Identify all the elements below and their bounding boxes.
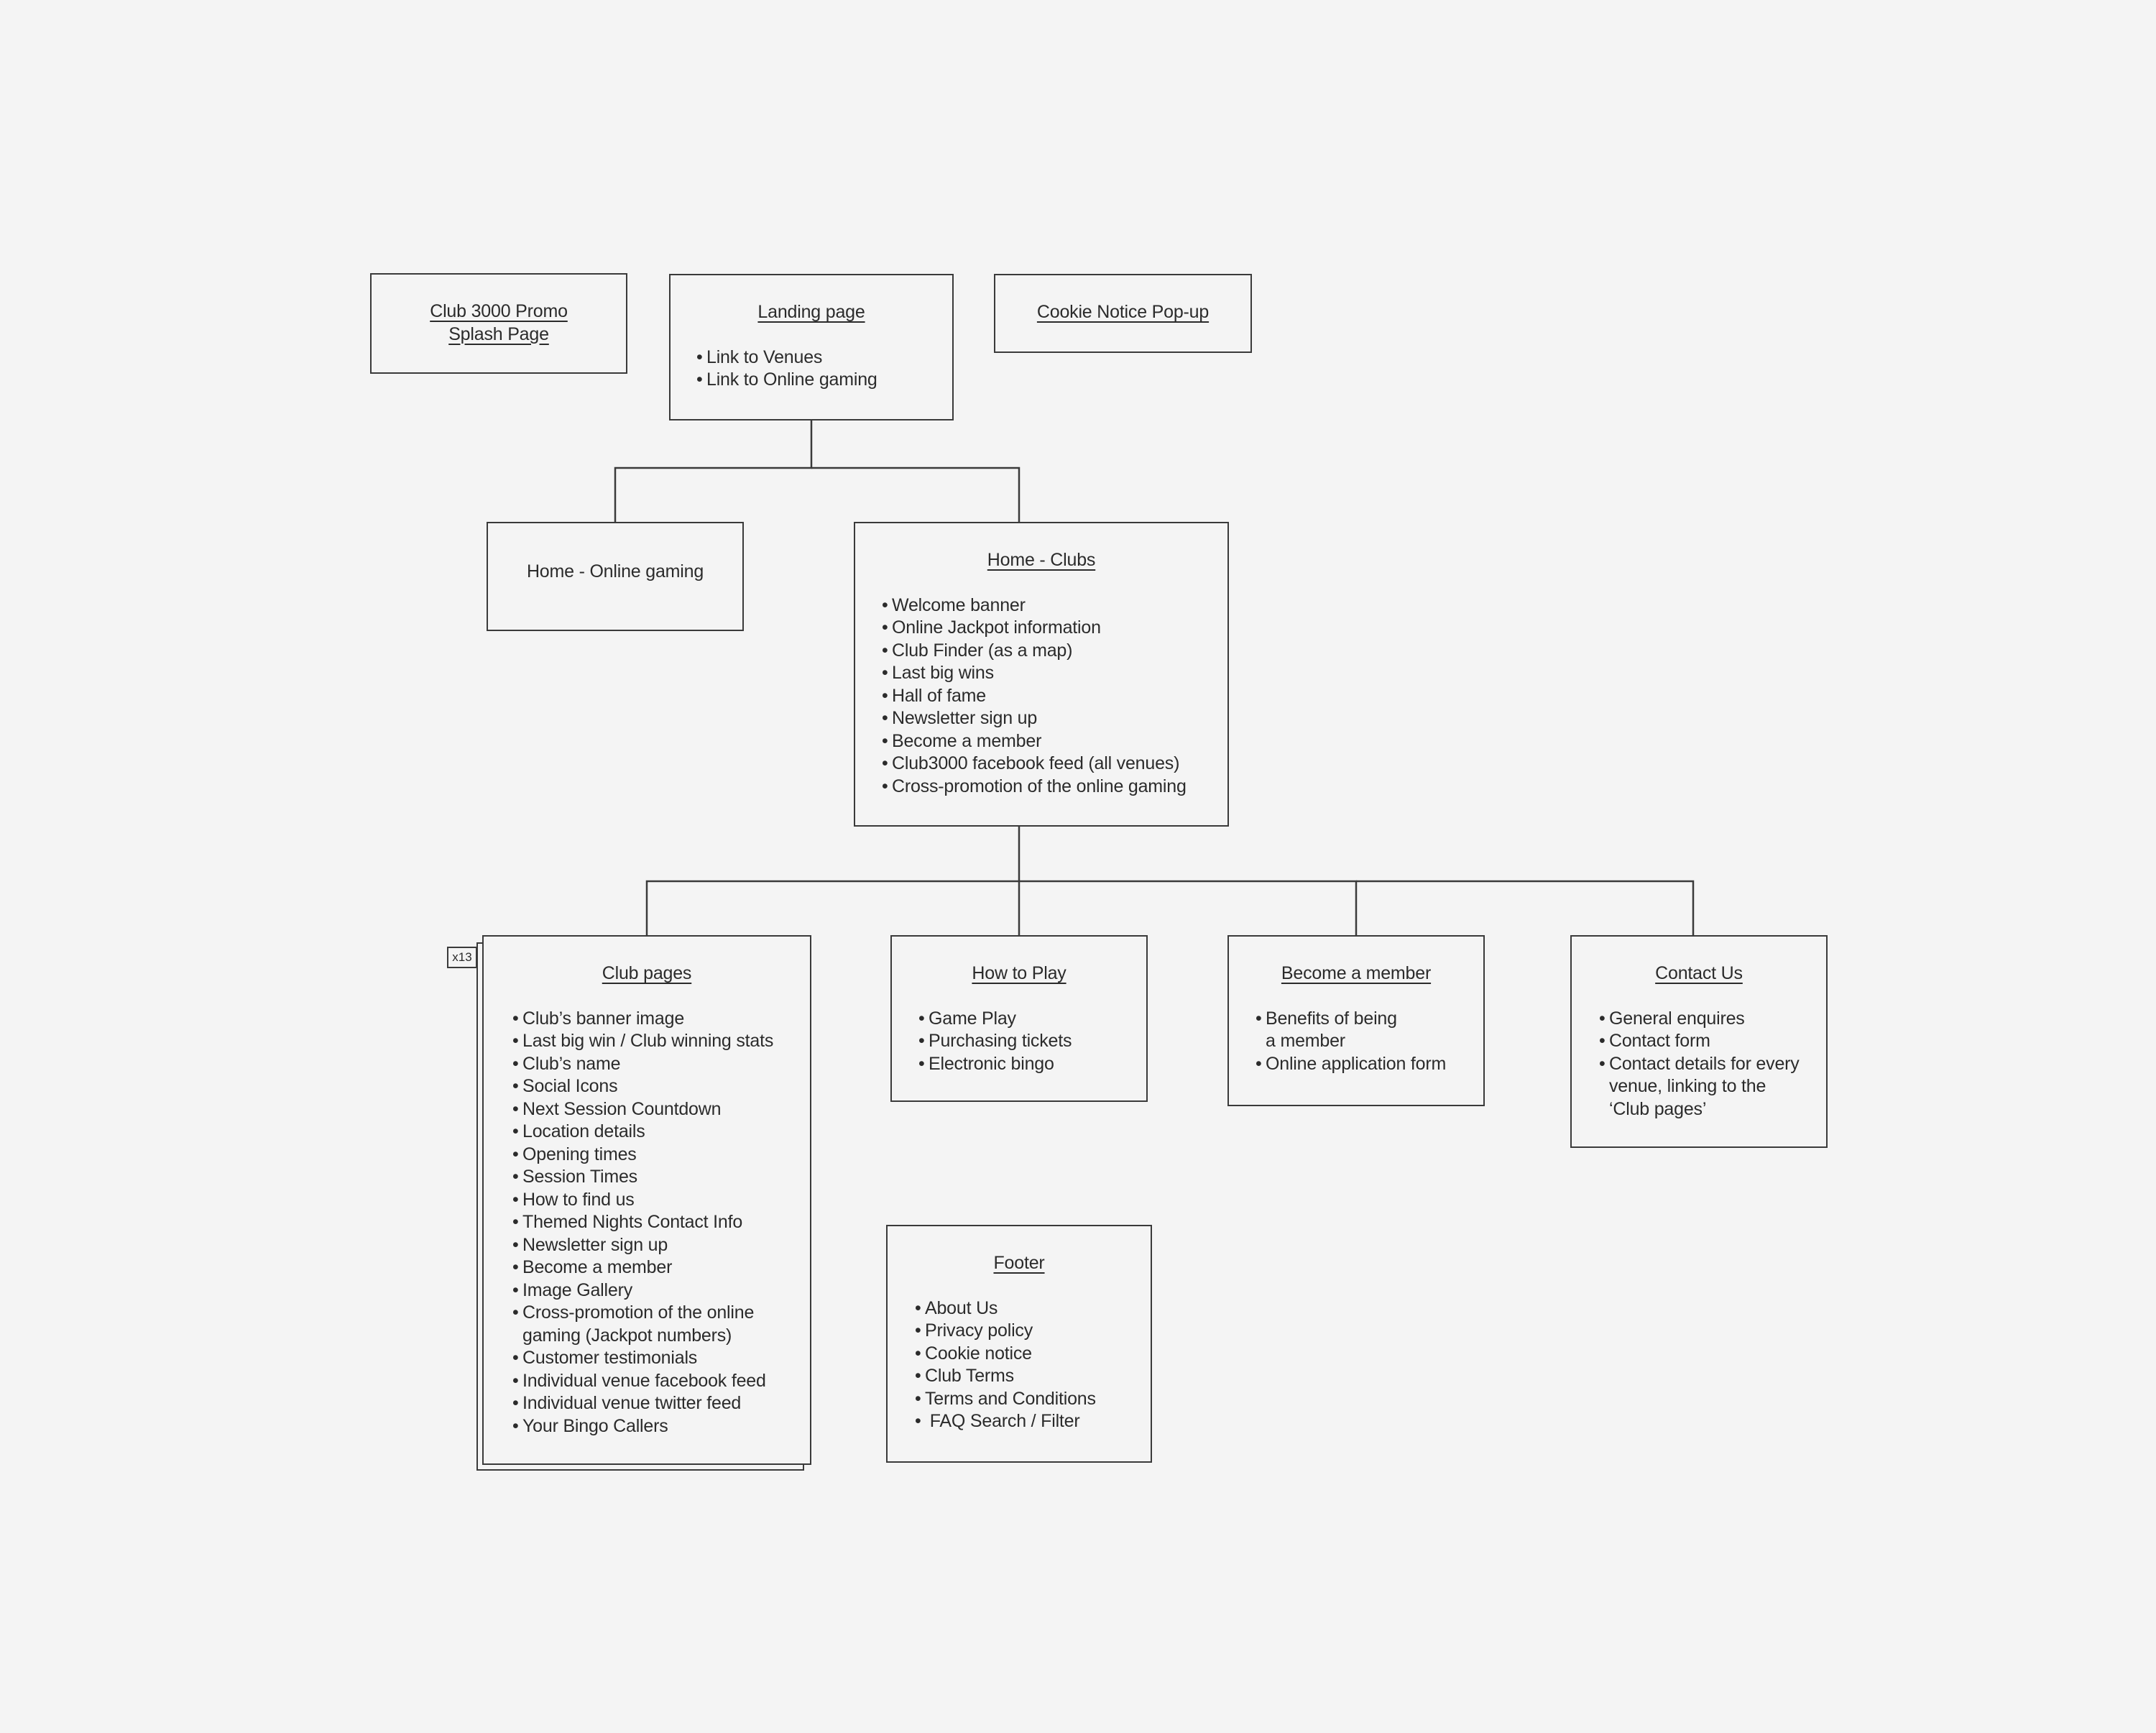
club-pages-title: Club pages: [602, 963, 692, 983]
footer-item: Club Terms: [915, 1365, 1151, 1388]
landing-item: Link to Venues: [696, 346, 952, 369]
edge-clubs-to-club-pages: [645, 826, 1021, 935]
home-clubs-item: Become a member: [882, 730, 1227, 753]
club-pages-item: How to find us: [512, 1189, 796, 1212]
club-pages-item: Cross-promotion of the online gaming (Ja…: [512, 1302, 760, 1347]
home-clubs-item: Welcome banner: [882, 594, 1227, 617]
become-member-node: Become a member Benefits of being a memb…: [1227, 935, 1485, 1106]
footer-item: Cookie notice: [915, 1343, 1151, 1366]
how-to-play-item: Electronic bingo: [918, 1053, 1146, 1076]
contact-us-node: Contact Us General enquires Contact form…: [1570, 935, 1828, 1148]
club-pages-item: Your Bingo Callers: [512, 1415, 796, 1438]
home-clubs-items: Welcome banner Online Jackpot informatio…: [882, 594, 1227, 799]
club-pages-item: Club’s banner image: [512, 1008, 796, 1031]
edge-clubs-to-contact: [1356, 880, 1695, 935]
landing-item: Link to Online gaming: [696, 369, 952, 392]
cookie-notice-title: Cookie Notice Pop-up: [1036, 302, 1210, 322]
home-clubs-item: Online Jackpot information: [882, 617, 1227, 640]
promo-splash-page-node: Club 3000 Promo Splash Page: [370, 273, 627, 374]
footer-items: About Us Privacy policy Cookie notice Cl…: [915, 1297, 1151, 1433]
home-clubs-item: Hall of fame: [882, 685, 1227, 708]
club-pages-item: Next Session Countdown: [512, 1098, 796, 1121]
club-pages-item: Session Times: [512, 1166, 796, 1189]
home-online-gaming-title: Home - Online gaming: [526, 561, 704, 582]
how-to-play-title: How to Play: [972, 963, 1067, 983]
edge-clubs-to-become-member: [1019, 880, 1358, 935]
club-pages-item: Themed Nights Contact Info: [512, 1211, 796, 1234]
club-pages-item: Customer testimonials: [512, 1347, 796, 1370]
club-pages-item: Last big win / Club winning stats: [512, 1030, 796, 1053]
club-pages-item: Club’s name: [512, 1053, 796, 1076]
club-pages-item: Newsletter sign up: [512, 1234, 796, 1257]
club-pages-item: Social Icons: [512, 1075, 796, 1098]
promo-splash-title-line-1: Club 3000 Promo: [430, 301, 568, 321]
home-clubs-item: Club Finder (as a map): [882, 640, 1227, 663]
contact-us-item: Contact form: [1599, 1030, 1826, 1053]
club-pages-item: Image Gallery: [512, 1279, 796, 1302]
club-pages-item: Individual venue facebook feed: [512, 1370, 796, 1393]
become-member-item: Benefits of being a member: [1256, 1008, 1402, 1053]
home-clubs-item: Club3000 facebook feed (all venues): [882, 753, 1227, 776]
contact-us-item: Contact details for every venue, linking…: [1599, 1053, 1800, 1121]
landing-page-title: Landing page: [757, 302, 865, 322]
club-pages-item: Become a member: [512, 1256, 796, 1279]
home-clubs-node: Home - Clubs Welcome banner Online Jackp…: [854, 522, 1229, 827]
club-pages-items: Club’s banner image Last big win / Club …: [512, 1008, 796, 1438]
become-member-items: Benefits of being a member Online applic…: [1256, 1008, 1483, 1076]
home-clubs-item: Newsletter sign up: [882, 707, 1227, 730]
home-online-gaming-node: Home - Online gaming: [487, 522, 744, 631]
home-clubs-item: Cross-promotion of the online gaming: [882, 776, 1227, 799]
how-to-play-items: Game Play Purchasing tickets Electronic …: [918, 1008, 1146, 1076]
footer-item: Privacy policy: [915, 1320, 1151, 1343]
home-clubs-item: Last big wins: [882, 662, 1227, 685]
club-pages-item: Individual venue twitter feed: [512, 1392, 796, 1415]
how-to-play-node: How to Play Game Play Purchasing tickets…: [890, 935, 1148, 1102]
footer-title: Footer: [993, 1253, 1045, 1273]
landing-page-node: Landing page Link to Venues Link to Onli…: [669, 274, 954, 420]
cookie-notice-popup-node: Cookie Notice Pop-up: [994, 274, 1252, 353]
club-pages-node: Club pages Club’s banner image Last big …: [482, 935, 811, 1465]
home-clubs-title: Home - Clubs: [987, 550, 1096, 570]
footer-item: Terms and Conditions: [915, 1388, 1151, 1411]
club-pages-count-badge: x13: [447, 947, 477, 968]
club-pages-item: Location details: [512, 1121, 796, 1144]
how-to-play-item: Game Play: [918, 1008, 1146, 1031]
contact-us-items: General enquires Contact form Contact de…: [1599, 1008, 1826, 1121]
become-member-title: Become a member: [1281, 963, 1432, 983]
footer-item: About Us: [915, 1297, 1151, 1320]
promo-splash-title-line-2: Splash Page: [448, 323, 549, 344]
club-pages-item: Opening times: [512, 1144, 796, 1167]
contact-us-title: Contact Us: [1655, 963, 1743, 983]
landing-page-items: Link to Venues Link to Online gaming: [696, 346, 952, 392]
edge-landing-to-home-online: [614, 420, 813, 522]
become-member-item: Online application form: [1256, 1053, 1483, 1076]
footer-node: Footer About Us Privacy policy Cookie no…: [886, 1225, 1152, 1463]
edge-landing-to-home-clubs: [811, 466, 1021, 522]
footer-item: FAQ Search / Filter: [915, 1410, 1151, 1433]
how-to-play-item: Purchasing tickets: [918, 1030, 1146, 1053]
contact-us-item: General enquires: [1599, 1008, 1826, 1031]
